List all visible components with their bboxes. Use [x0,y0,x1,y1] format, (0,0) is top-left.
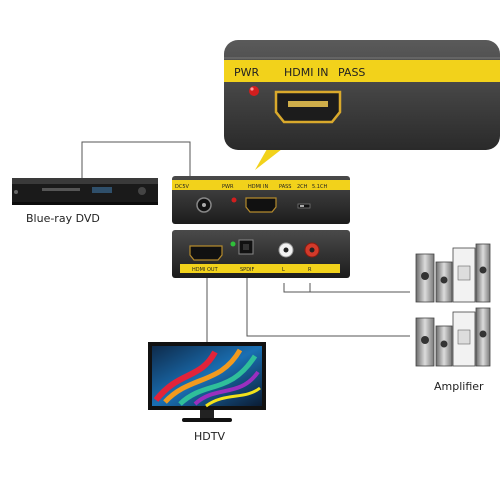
front-hdmi-in-label: HDMI IN [248,184,268,190]
back-hdmi-out-label: HDMI OUT [192,267,219,273]
converter-to-amp-line-1 [283,283,311,293]
connection-lines [81,141,410,342]
front-pass-label: PASS [279,184,291,190]
hdtv [148,342,266,422]
hdtv-label: HDTV [194,430,225,443]
back-green-led [230,241,236,247]
zoom-yellow-strip [224,60,500,82]
speakers-bottom [415,307,491,367]
zoom-pwr-label: PWR [234,66,260,79]
back-yellow-strip [180,264,340,273]
bluray-label: Blue-ray DVD [26,212,100,225]
back-spdif-label: SPDIF [240,267,255,273]
front-hdmi-port [245,197,277,213]
converter-front: DC5V PWR HDMI IN PASS 2CH 5.1CH [172,176,350,224]
speakers-top [415,243,491,303]
amplifier-label: Amplifier [434,380,484,393]
front-51ch-label: 5.1CH [312,184,327,190]
zoom-callout: PWR HDMI IN PASS [224,40,500,170]
zoom-power-led [249,86,259,96]
bluray-player [12,178,158,205]
front-pwr-label: PWR [222,184,234,190]
front-power-led [231,197,237,203]
front-dc5v-label: DC5V [175,184,190,190]
back-hdmi-port [189,245,223,261]
zoom-hdmi-in-label: HDMI IN [284,66,328,79]
front-yellow-strip [172,180,350,190]
front-2ch-label: 2CH [297,184,308,190]
converter-back: HDMI OUT SPDIF L R [172,230,350,278]
back-l-label: L [282,267,285,273]
back-r-label: R [308,267,312,273]
spdif-to-amp-line [246,277,410,337]
bluray-to-converter-line [81,141,191,178]
zoom-pass-label: PASS [338,66,365,79]
